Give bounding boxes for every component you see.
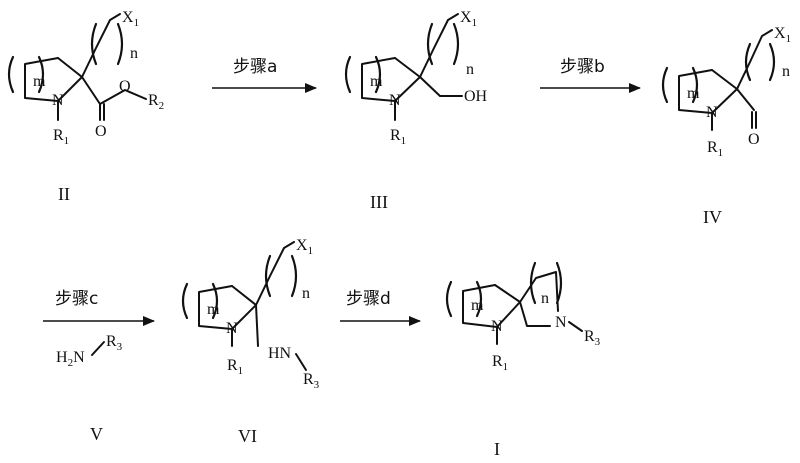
nitrogen-label-left: N	[491, 318, 503, 335]
nitrogen-label-right: N	[555, 314, 567, 331]
n-index: n	[466, 61, 474, 78]
n-index: n	[782, 63, 790, 80]
h2n-label: H2N	[56, 349, 85, 369]
x1-label: X1	[774, 25, 791, 45]
nitrogen-label: N	[226, 320, 238, 337]
x1-label: X1	[122, 9, 139, 29]
x1-label: X1	[460, 9, 477, 29]
step-a-label: 步骤a	[233, 57, 277, 77]
compound-I: m n N N R1 R3 I	[445, 261, 601, 459]
r1-label: R1	[707, 139, 723, 159]
aldehyde-oxygen-label: O	[748, 131, 760, 148]
r2-label: R2	[148, 92, 164, 112]
compound-II: X1 n m N R1 O O R2 II	[7, 9, 164, 204]
nitrogen-label: N	[706, 104, 718, 121]
m-index: m	[33, 73, 46, 90]
r1-label: R1	[492, 353, 508, 373]
compound-III: X1 n m N R1 OH III	[344, 9, 488, 212]
hn-label: HN	[268, 345, 292, 362]
r1-label: R1	[227, 357, 243, 377]
r3-label: R3	[106, 333, 123, 353]
arrow-step-a: 步骤a	[212, 57, 317, 93]
step-b-label: 步骤b	[560, 57, 605, 77]
r1-label: R1	[53, 127, 69, 147]
m-index: m	[687, 85, 700, 102]
compound-label-V: V	[90, 424, 103, 444]
arrow-step-c: 步骤c H2N R3 V	[43, 289, 155, 444]
n-index: n	[541, 290, 549, 307]
compound-label-VI: VI	[238, 426, 257, 446]
amine-reagent: H2N R3	[56, 333, 123, 369]
r3-label: R3	[584, 328, 601, 348]
compound-label-IV: IV	[703, 207, 722, 227]
n-index: n	[302, 285, 310, 302]
r3-label: R3	[303, 371, 320, 391]
carbonyl-oxygen-label: O	[95, 123, 107, 140]
step-c-label: 步骤c	[55, 289, 98, 309]
m-index: m	[207, 301, 220, 318]
n-index: n	[130, 45, 138, 62]
compound-label-III: III	[370, 192, 388, 212]
compound-VI: X1 n m N R1 HN R3 VI	[181, 237, 320, 446]
m-index: m	[471, 297, 484, 314]
ester-oxygen-label: O	[119, 78, 131, 95]
arrow-step-b: 步骤b	[540, 57, 641, 93]
compound-label-I: I	[494, 439, 500, 459]
compound-IV: X1 n m N R1 O IV	[661, 25, 791, 227]
arrow-step-d: 步骤d	[340, 289, 421, 326]
step-d-label: 步骤d	[346, 289, 391, 309]
m-index: m	[370, 73, 383, 90]
nitrogen-label: N	[52, 92, 64, 109]
hydroxyl-label: OH	[464, 88, 488, 105]
nitrogen-label: N	[389, 92, 401, 109]
x1-label: X1	[296, 237, 313, 257]
compound-label-II: II	[58, 184, 70, 204]
r1-label: R1	[390, 127, 406, 147]
